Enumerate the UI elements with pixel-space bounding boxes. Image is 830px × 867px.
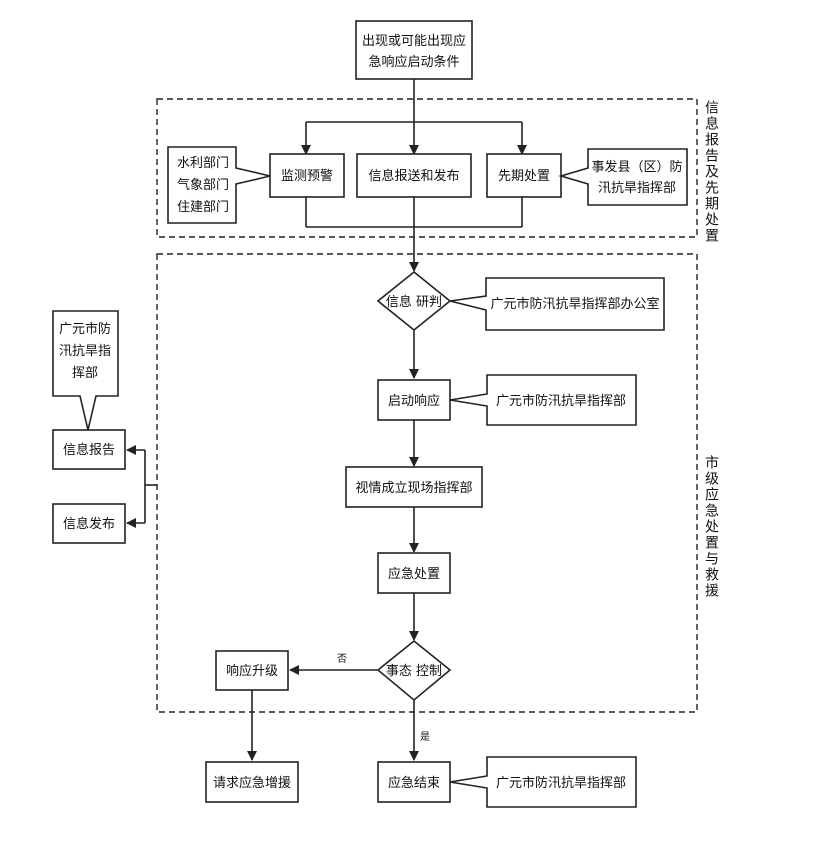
edge-label-yes: 是	[420, 731, 430, 743]
info-report-publish-box: 信息报送和发布	[356, 153, 472, 198]
svg-text:事发县（区）防: 事发县（区）防	[591, 159, 682, 175]
svg-text:汛抗旱指: 汛抗旱指	[59, 344, 111, 359]
request-reinforcement-box: 请求应急增援	[205, 761, 299, 803]
svg-text:气象部门: 气象部门	[177, 177, 229, 193]
section-city-response	[156, 253, 698, 713]
svg-text:信息 研判: 信息 研判	[386, 294, 442, 310]
svg-text:广元市防汛抗旱指挥部: 广元市防汛抗旱指挥部	[496, 393, 626, 409]
svg-text:先期处置: 先期处置	[498, 169, 550, 184]
info-report-box: 信息报告	[52, 429, 126, 470]
info-publish-box: 信息发布	[52, 503, 126, 544]
judge-office-callout: 广元市防汛抗旱指挥部办公室	[449, 277, 665, 331]
response-upgrade-box: 响应升级	[215, 650, 289, 691]
svg-text:广元市防: 广元市防	[59, 321, 111, 337]
edge-label-no: 否	[337, 653, 347, 665]
situation-control-diamond: 事态 控制	[376, 639, 452, 702]
svg-text:监测预警: 监测预警	[281, 168, 333, 184]
svg-text:出现或可能出现应: 出现或可能出现应	[362, 33, 466, 49]
svg-text:事态 控制: 事态 控制	[386, 664, 442, 679]
info-judge-diamond: 信息 研判	[376, 270, 452, 332]
departments-callout: 水利部门 气象部门 住建部门	[167, 146, 271, 224]
end-hq-callout: 广元市防汛抗旱指挥部	[449, 756, 637, 808]
monitor-warning-box: 监测预警	[269, 153, 345, 198]
svg-text:信息报告: 信息报告	[63, 442, 115, 458]
section-label-bottom: 市级应急处置与救援	[703, 454, 719, 599]
svg-text:视情成立现场指挥部: 视情成立现场指挥部	[355, 481, 472, 496]
svg-text:信息发布: 信息发布	[63, 516, 115, 532]
launch-hq-callout: 广元市防汛抗旱指挥部	[449, 374, 637, 426]
svg-text:应急结束: 应急结束	[388, 775, 440, 791]
initial-handling-box: 先期处置	[486, 153, 562, 198]
svg-text:汛抗旱指挥部: 汛抗旱指挥部	[598, 181, 676, 196]
section-info-initial	[156, 98, 698, 238]
emergency-handling-box: 应急处置	[377, 552, 451, 594]
svg-text:启动响应: 启动响应	[388, 393, 440, 409]
county-hq-callout: 事发县（区）防 汛抗旱指挥部	[558, 148, 688, 206]
launch-response-box: 启动响应	[377, 379, 451, 421]
svg-text:住建部门: 住建部门	[177, 200, 229, 215]
svg-text:响应升级: 响应升级	[226, 663, 278, 679]
svg-text:信息报送和发布: 信息报送和发布	[368, 168, 459, 184]
svg-text:广元市防汛抗旱指挥部: 广元市防汛抗旱指挥部	[496, 775, 626, 791]
emergency-end-box: 应急结束	[377, 761, 451, 803]
svg-text:请求应急增援: 请求应急增援	[213, 775, 291, 791]
site-command-box: 视情成立现场指挥部	[345, 466, 483, 508]
svg-text:水利部门: 水利部门	[177, 156, 229, 171]
svg-text:广元市防汛抗旱指挥部办公室: 广元市防汛抗旱指挥部办公室	[490, 296, 659, 312]
city-hq-callout: 广元市防 汛抗旱指 挥部	[52, 310, 119, 431]
svg-text:挥部: 挥部	[72, 366, 98, 381]
section-label-top: 信息报告及先期处置	[703, 100, 719, 244]
svg-text:急响应启动条件: 急响应启动条件	[368, 54, 459, 70]
svg-text:应急处置: 应急处置	[388, 566, 440, 582]
start-condition-box: 出现或可能出现应 急响应启动条件	[355, 20, 473, 80]
